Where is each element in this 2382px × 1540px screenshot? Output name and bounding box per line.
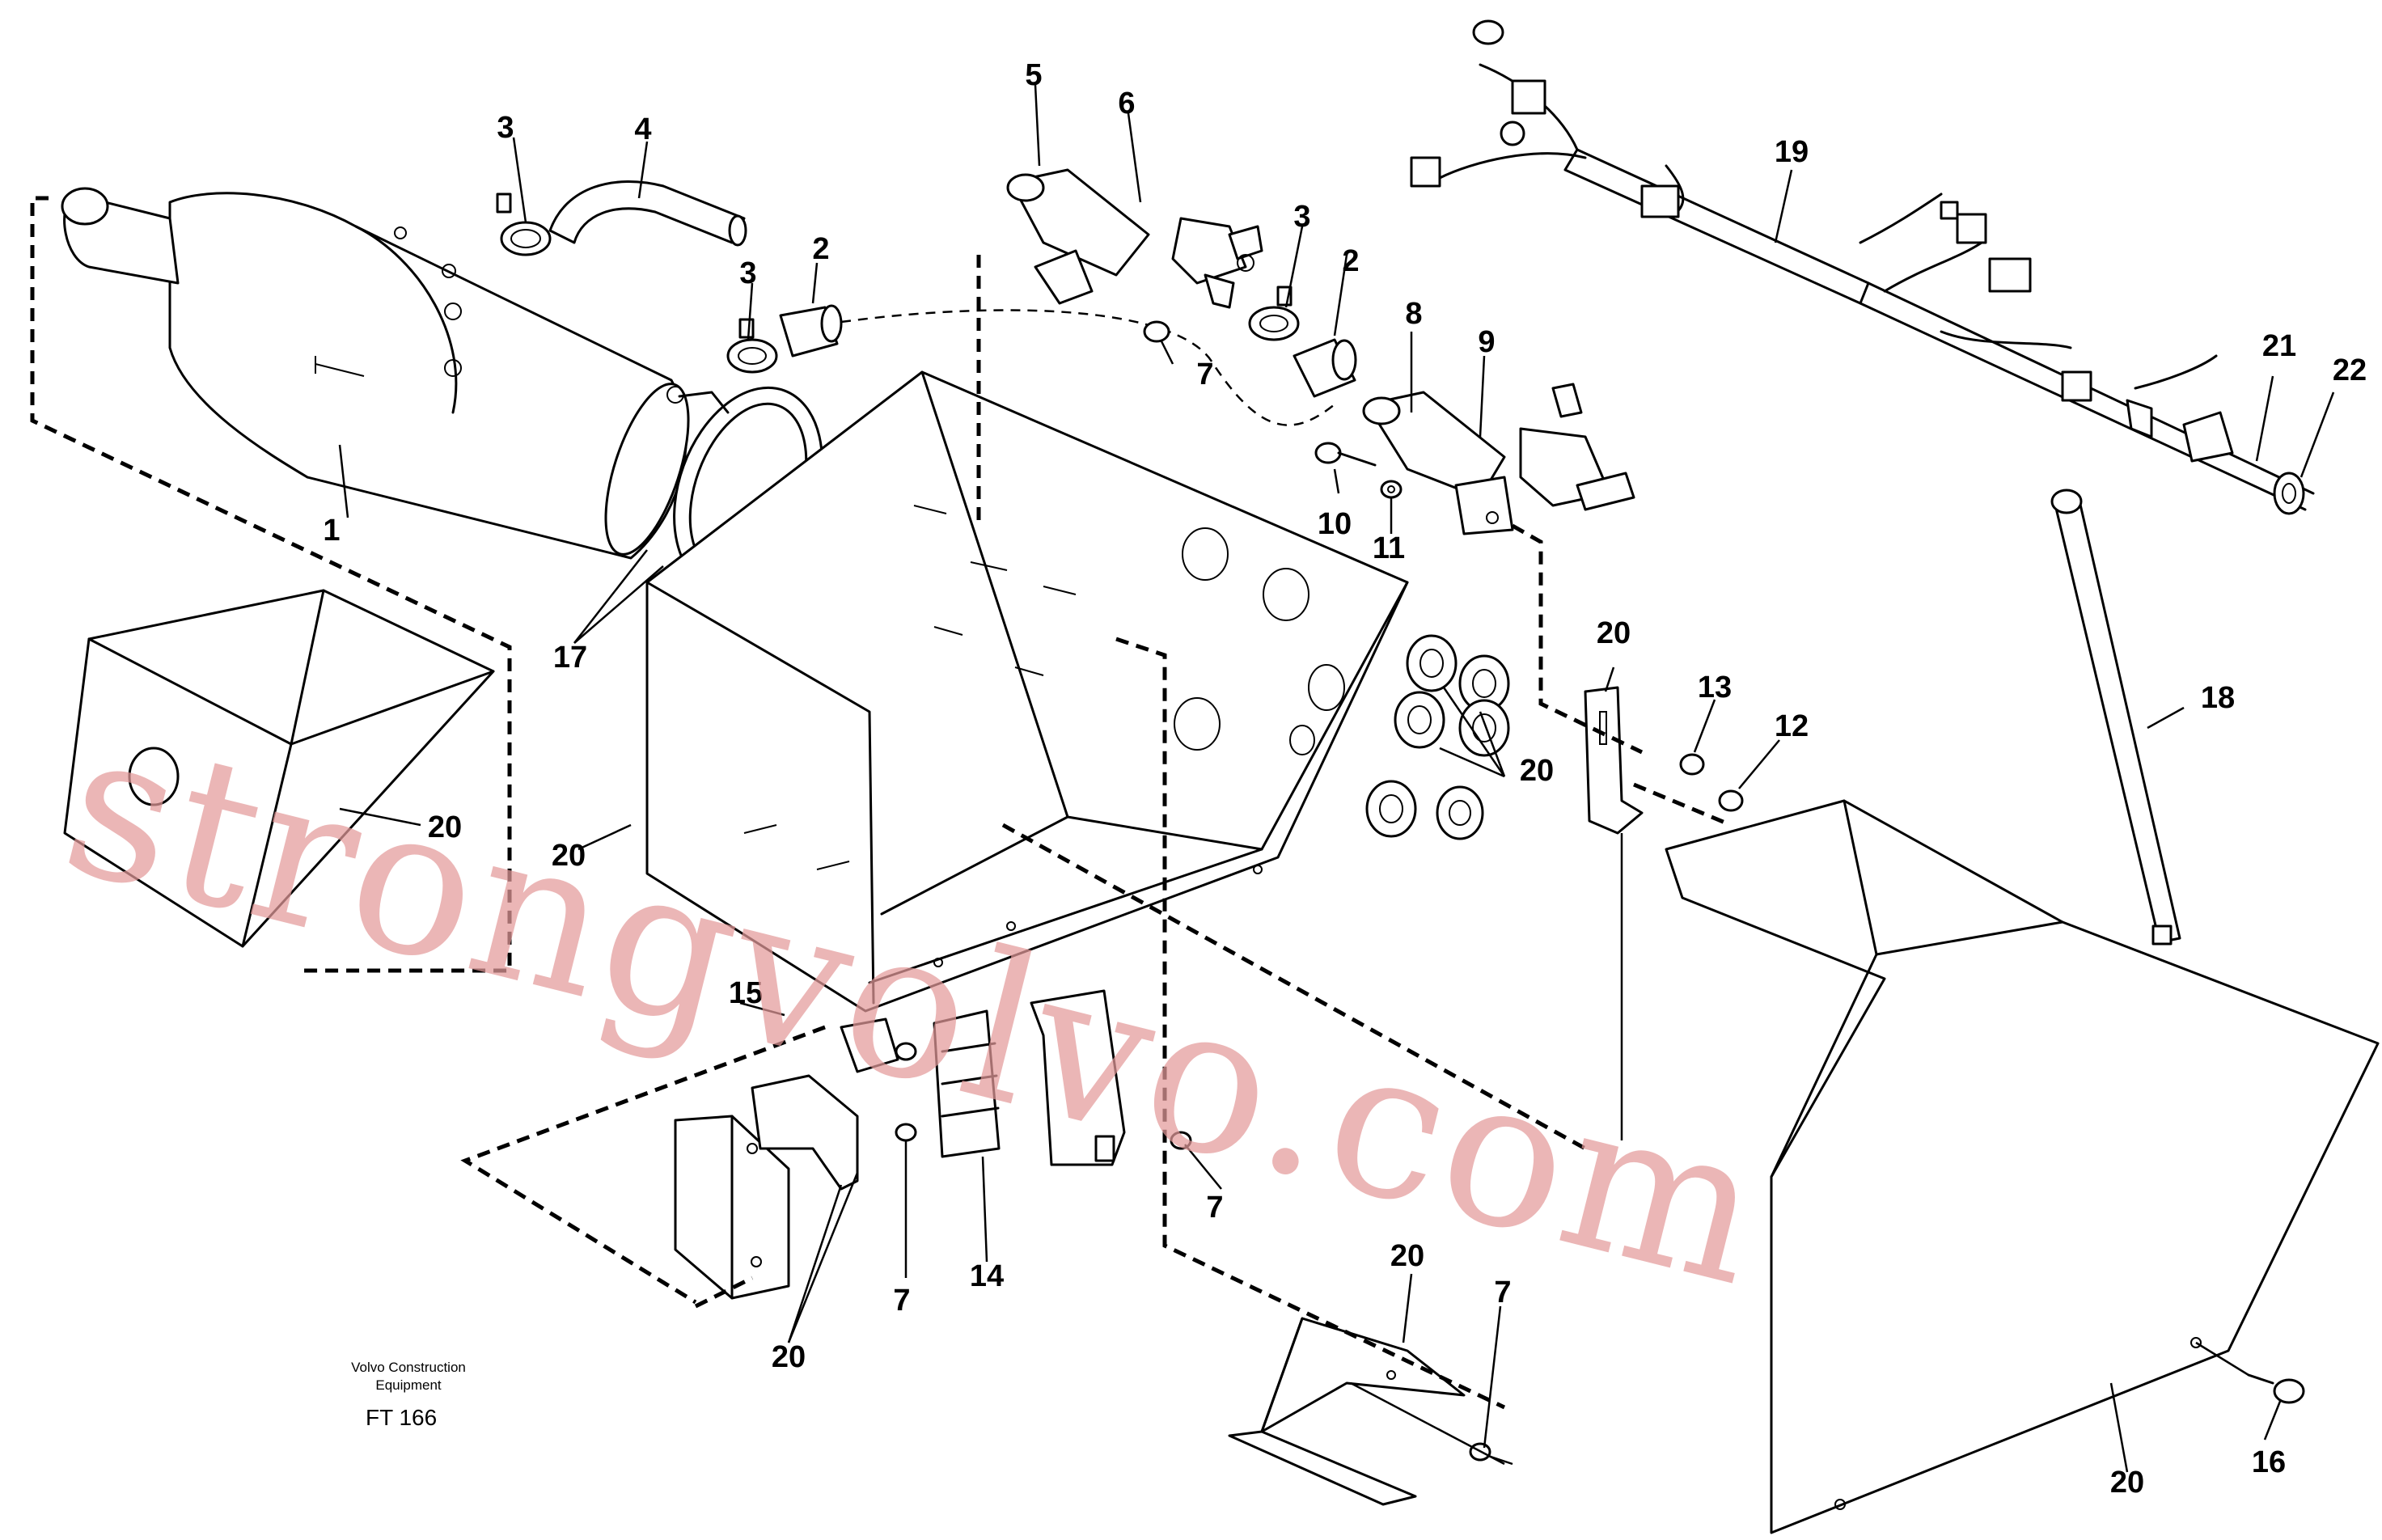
leader-lines <box>338 84 2335 1473</box>
grommet-part-22 <box>2273 472 2305 515</box>
figure-code: FT 166 <box>366 1405 437 1430</box>
callout-5: 5 <box>1025 58 1042 92</box>
hose-clamp-part-3c <box>1248 286 1300 341</box>
washer-part-11 <box>1380 480 1403 499</box>
callout-20c: 20 <box>1597 616 1631 650</box>
cover-part-20-left <box>63 589 495 948</box>
bracket-part-20-small <box>1584 686 1644 835</box>
valve-part-9 <box>1362 383 1635 535</box>
callout-18: 18 <box>2201 681 2235 715</box>
hose-part-2a <box>779 304 843 358</box>
callout-2a: 2 <box>812 232 829 266</box>
callout-11: 11 <box>1373 531 1405 565</box>
nut-part-7a <box>1143 320 1170 343</box>
callout-21: 21 <box>2262 329 2296 363</box>
callout-8: 8 <box>1405 297 1422 331</box>
relay-part-14 <box>933 989 1126 1166</box>
callout-13: 13 <box>1698 671 1732 704</box>
cover-part-20-large <box>1665 799 2380 1534</box>
callout-3b: 3 <box>739 256 756 290</box>
hose-part-2b <box>1293 338 1357 398</box>
bolt-part-16 <box>2247 1373 2305 1404</box>
callout-7d: 7 <box>1494 1276 1511 1309</box>
bolt-part-10 <box>1314 442 1377 467</box>
callout-22: 22 <box>2333 353 2367 387</box>
hose-clamp-part-3b <box>726 318 778 374</box>
callout-7c: 7 <box>1206 1191 1223 1225</box>
callout-6: 6 <box>1118 87 1135 121</box>
callout-12: 12 <box>1775 709 1809 743</box>
assembly-dashed-lines <box>30 196 1732 1410</box>
callout-19: 19 <box>1775 135 1809 169</box>
plate-part-20-lower <box>674 1018 917 1300</box>
hose-clamp-part-3a <box>496 192 552 256</box>
callout-20e: 20 <box>772 1340 806 1374</box>
callout-15: 15 <box>729 976 763 1010</box>
rod-part-18 <box>2050 489 2181 946</box>
nut-part-13 <box>1679 753 1705 776</box>
callout-2b: 2 <box>1342 244 1359 278</box>
wiring-harness-part-19 <box>1410 19 2315 511</box>
heater-cylinder-part-1 <box>61 187 690 560</box>
callout-16: 16 <box>2252 1445 2286 1479</box>
callout-1: 1 <box>323 514 340 548</box>
callout-14: 14 <box>970 1259 1004 1293</box>
brand-line-1: Volvo Construction <box>351 1360 466 1375</box>
callout-17: 17 <box>553 641 587 675</box>
callout-20b: 20 <box>552 839 586 873</box>
callout-20f: 20 <box>1390 1239 1424 1273</box>
callout-20g: 20 <box>2110 1466 2144 1500</box>
callout-3a: 3 <box>497 111 514 145</box>
callout-4: 4 <box>634 112 651 146</box>
bracket-box-part-20 <box>645 370 1409 1013</box>
valve-part-6 <box>1006 168 1263 309</box>
grommets-part-20 <box>1365 634 1510 840</box>
callout-20d: 20 <box>1520 754 1554 788</box>
callout-7a: 7 <box>1196 358 1213 391</box>
bracket-part-20-bottom <box>1228 1317 1466 1506</box>
nut-part-12 <box>1718 789 1744 812</box>
callout-labels: 1 2 2 3 3 3 4 5 6 7 7 7 7 8 9 10 11 12 1… <box>323 58 2367 1500</box>
hose-part-4 <box>548 180 747 247</box>
brand-line-2: Equipment <box>375 1377 442 1393</box>
callout-20a: 20 <box>428 810 462 844</box>
callout-7b: 7 <box>893 1284 910 1318</box>
hose-route-line <box>840 309 1335 426</box>
callout-9: 9 <box>1478 325 1495 359</box>
callout-10: 10 <box>1318 507 1352 541</box>
callout-3c: 3 <box>1293 200 1310 234</box>
